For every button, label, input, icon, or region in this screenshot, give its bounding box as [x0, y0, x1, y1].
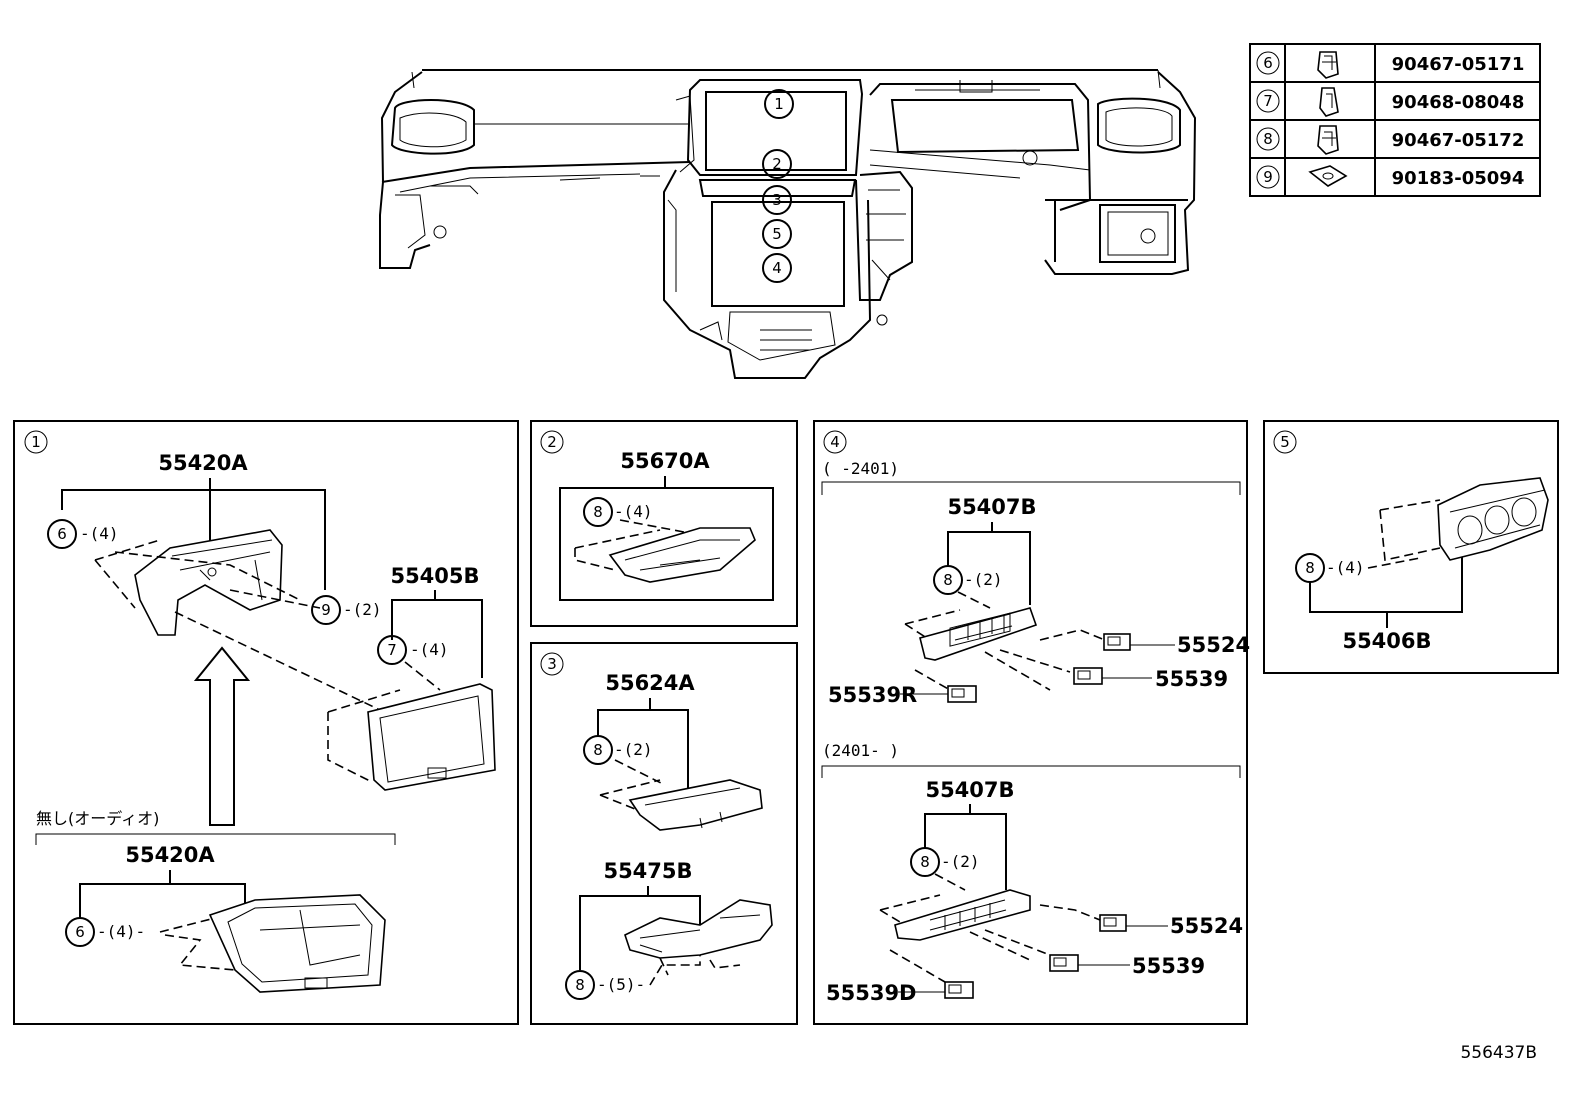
switch-55524-2: [1099, 914, 1127, 932]
clip-icon: [1317, 51, 1339, 79]
part-55407B-label-1: 55407B: [947, 495, 1036, 519]
switch-55539-1: [1073, 667, 1103, 685]
clip-icon: [1319, 87, 1339, 117]
clip-9-callout: 9: [321, 601, 331, 619]
clip-icon: [1317, 125, 1339, 155]
clip-8-qty: -(4): [614, 502, 653, 521]
switch-55539R: [947, 685, 977, 703]
diagram-code: 556437B: [1460, 1043, 1537, 1063]
clip-8-callout: 8: [1305, 559, 1315, 577]
clip-8-qty-2: -(2): [941, 852, 980, 871]
panel-2-number: 2: [547, 433, 557, 451]
part-55539-label-2: 55539: [1132, 954, 1205, 978]
no-audio-variant-note: 無し(オーディオ): [36, 809, 159, 828]
climate-control-panel-55406B: [1437, 477, 1549, 561]
part-55420A-alt-label: 55420A: [125, 843, 215, 867]
clip-8b-qty: -(5)-: [597, 975, 645, 994]
legend-part-6: 90467-05171: [1392, 54, 1525, 75]
part-55475B-label: 55475B: [603, 859, 692, 883]
callout-4: 4: [772, 259, 782, 277]
range-after-2401: (2401- ): [822, 741, 899, 760]
panel-4-number: 4: [830, 433, 840, 451]
range-before-2401: ( -2401): [822, 459, 899, 478]
clip-8-callout-1: 8: [943, 571, 953, 589]
part-55539R-label: 55539R: [828, 683, 917, 707]
overview-callouts: 1 2 3 5 4: [762, 89, 794, 283]
up-arrow-icon: [193, 646, 251, 826]
fastener-legend-table: 6 90467-05171 7 90468-08048 8 90467-0517…: [1249, 43, 1541, 197]
part-55539D-label: 55539D: [826, 981, 917, 1005]
panel-55670A: [608, 527, 756, 583]
legend-no-8: 8: [1263, 130, 1273, 148]
legend-part-7: 90468-08048: [1392, 92, 1525, 113]
switch-bezel-55407B-2: [894, 889, 1031, 941]
panel-5: 5 8 -(4) 55406B: [1263, 420, 1559, 674]
display-frame-55405B: [367, 683, 496, 791]
part-55406B-label: 55406B: [1342, 629, 1431, 653]
clip-8b-callout: 8: [575, 976, 585, 994]
clip-8-callout: 8: [593, 503, 603, 521]
switch-55539D: [944, 981, 974, 999]
panel-55475B: [624, 899, 773, 959]
part-55420A-label: 55420A: [158, 451, 248, 475]
clip-8-callout-2: 8: [920, 853, 930, 871]
panel-5-number: 5: [1280, 433, 1290, 451]
clip-6-callout: 6: [57, 525, 67, 543]
part-55624A-label: 55624A: [605, 671, 695, 695]
dashboard-overview-drawing: [379, 69, 1197, 379]
legend-no-9: 9: [1263, 168, 1273, 186]
callout-2: 2: [772, 155, 782, 173]
callout-1: 1: [774, 95, 784, 113]
part-55670A-label: 55670A: [620, 449, 710, 473]
clip-7-qty: -(4): [410, 640, 449, 659]
switch-55539-2: [1049, 954, 1079, 972]
part-55524-label-1: 55524: [1177, 633, 1250, 657]
panel-4: 4 ( -2401) 55407B 8 -(2) 55524 55539 555…: [813, 420, 1250, 1025]
switch-bezel-55407B-1: [919, 607, 1038, 661]
part-55524-label-2: 55524: [1170, 914, 1243, 938]
panel-3: 3 55624A 8 -(2) 55475B 8 -(5)-: [530, 642, 798, 1025]
callout-3: 3: [772, 191, 782, 209]
panel-1: 1 55420A 6 -(4) 9 -(2) 55405B 7 -(4): [13, 420, 519, 1025]
legend-part-9: 90183-05094: [1392, 168, 1525, 189]
legend-part-8: 90467-05172: [1392, 130, 1525, 151]
callout-5: 5: [772, 225, 782, 243]
trim-panel-55420A: [134, 529, 283, 636]
blank-panel-55420A: [208, 894, 386, 993]
part-55407B-label-2: 55407B: [925, 778, 1014, 802]
panel-3-number: 3: [547, 655, 557, 673]
panel-2: 2 55670A 8 -(4): [530, 420, 798, 627]
clip-7-callout: 7: [387, 641, 397, 659]
clip-6-alt-qty: -(4)-: [97, 922, 145, 941]
panel-1-number: 1: [31, 433, 41, 451]
legend-no-6: 6: [1263, 54, 1273, 72]
clip-8-qty-1: -(2): [964, 570, 1003, 589]
clip-6-alt-callout: 6: [75, 923, 85, 941]
clip-8a-callout: 8: [593, 741, 603, 759]
part-55539-label-1: 55539: [1155, 667, 1228, 691]
clip-6-qty: -(4): [80, 524, 119, 543]
clip-9-qty: -(2): [343, 600, 382, 619]
switch-55524-1: [1103, 633, 1131, 651]
part-55405B-label: 55405B: [390, 564, 479, 588]
nut-icon: [1308, 165, 1348, 187]
panel-55624A: [628, 779, 763, 831]
clip-8-qty: -(4): [1326, 558, 1365, 577]
legend-no-7: 7: [1263, 92, 1273, 110]
clip-8a-qty: -(2): [614, 740, 653, 759]
